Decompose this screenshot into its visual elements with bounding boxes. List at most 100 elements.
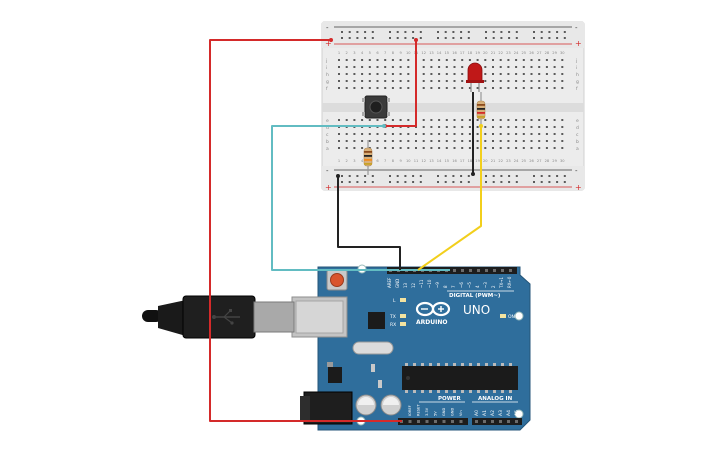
rail-hole[interactable] xyxy=(485,175,487,177)
rail-hole[interactable] xyxy=(356,181,359,183)
breadboard-hole[interactable] xyxy=(499,87,502,89)
breadboard-hole[interactable] xyxy=(530,119,533,121)
breadboard-hole[interactable] xyxy=(522,73,525,75)
breadboard-hole[interactable] xyxy=(422,126,425,128)
breadboard-hole[interactable] xyxy=(561,119,564,121)
breadboard-hole[interactable] xyxy=(553,59,556,61)
breadboard-hole[interactable] xyxy=(515,147,518,149)
rail-hole[interactable] xyxy=(540,181,543,183)
breadboard-hole[interactable] xyxy=(391,59,394,61)
breadboard-hole[interactable] xyxy=(376,59,379,61)
breadboard-hole[interactable] xyxy=(538,80,541,82)
rail-hole[interactable] xyxy=(492,37,495,39)
breadboard-hole[interactable] xyxy=(492,80,494,82)
breadboard-hole[interactable] xyxy=(461,73,464,75)
breadboard-hole[interactable] xyxy=(345,59,348,61)
breadboard-hole[interactable] xyxy=(438,73,441,75)
wire-teal-signal[interactable] xyxy=(271,125,450,271)
rail-hole[interactable] xyxy=(500,37,503,39)
rail-hole[interactable] xyxy=(452,37,455,39)
rail-hole[interactable] xyxy=(371,37,374,39)
breadboard-hole[interactable] xyxy=(345,66,348,68)
rail-hole[interactable] xyxy=(412,37,415,39)
breadboard-hole[interactable] xyxy=(461,66,464,68)
breadboard-hole[interactable] xyxy=(522,87,525,89)
breadboard-hole[interactable] xyxy=(391,87,394,89)
rail-hole[interactable] xyxy=(419,31,422,33)
breadboard-hole[interactable] xyxy=(545,126,548,128)
rail-hole[interactable] xyxy=(396,37,399,39)
breadboard-hole[interactable] xyxy=(415,133,417,135)
breadboard-hole[interactable] xyxy=(492,126,494,128)
breadboard-hole[interactable] xyxy=(391,80,394,82)
rail-hole[interactable] xyxy=(396,181,399,183)
breadboard-hole[interactable] xyxy=(438,80,441,82)
rail-hole[interactable] xyxy=(396,31,399,33)
header-pin[interactable] xyxy=(515,420,518,423)
breadboard-hole[interactable] xyxy=(553,87,556,89)
breadboard-hole[interactable] xyxy=(438,87,441,89)
breadboard-hole[interactable] xyxy=(522,80,525,82)
breadboard-hole[interactable] xyxy=(522,140,525,142)
breadboard-hole[interactable] xyxy=(468,119,471,121)
breadboard-hole[interactable] xyxy=(561,59,564,61)
rail-hole[interactable] xyxy=(460,175,463,177)
breadboard-hole[interactable] xyxy=(353,147,356,149)
breadboard-hole[interactable] xyxy=(453,87,456,89)
breadboard-hole[interactable] xyxy=(530,140,533,142)
breadboard-hole[interactable] xyxy=(492,87,494,89)
breadboard-hole[interactable] xyxy=(507,133,510,135)
breadboard-hole[interactable] xyxy=(453,133,456,135)
breadboard-hole[interactable] xyxy=(530,73,533,75)
rail-hole[interactable] xyxy=(492,175,495,177)
rail-hole[interactable] xyxy=(563,181,566,183)
breadboard-hole[interactable] xyxy=(515,66,518,68)
breadboard-hole[interactable] xyxy=(376,80,379,82)
breadboard-hole[interactable] xyxy=(507,126,510,128)
breadboard-hole[interactable] xyxy=(538,73,541,75)
breadboard-hole[interactable] xyxy=(353,73,356,75)
breadboard-hole[interactable] xyxy=(553,140,556,142)
breadboard-hole[interactable] xyxy=(368,66,371,68)
breadboard-hole[interactable] xyxy=(484,59,487,61)
breadboard-hole[interactable] xyxy=(407,140,410,142)
rail-hole[interactable] xyxy=(540,31,543,33)
rail-hole[interactable] xyxy=(389,175,391,177)
breadboard-hole[interactable] xyxy=(376,133,379,135)
rail-hole[interactable] xyxy=(348,175,351,177)
header-pin[interactable] xyxy=(483,420,486,423)
breadboard-hole[interactable] xyxy=(361,66,364,68)
breadboard-hole[interactable] xyxy=(438,147,441,149)
breadboard-hole[interactable] xyxy=(384,59,387,61)
breadboard-hole[interactable] xyxy=(361,147,364,149)
header-pin[interactable] xyxy=(501,269,504,272)
rail-hole[interactable] xyxy=(348,37,351,39)
breadboard-hole[interactable] xyxy=(391,66,394,68)
breadboard-hole[interactable] xyxy=(430,87,433,89)
breadboard-hole[interactable] xyxy=(492,59,494,61)
breadboard-hole[interactable] xyxy=(461,126,464,128)
breadboard-hole[interactable] xyxy=(361,59,364,61)
header-pin[interactable] xyxy=(453,269,456,272)
rail-hole[interactable] xyxy=(356,31,359,33)
rail-hole[interactable] xyxy=(533,175,535,177)
breadboard-hole[interactable] xyxy=(438,133,441,135)
breadboard-hole[interactable] xyxy=(384,119,387,121)
breadboard-hole[interactable] xyxy=(561,73,564,75)
rail-hole[interactable] xyxy=(348,181,351,183)
breadboard-hole[interactable] xyxy=(422,66,425,68)
breadboard-hole[interactable] xyxy=(476,133,479,135)
rail-hole[interactable] xyxy=(500,175,503,177)
breadboard-hole[interactable] xyxy=(422,73,425,75)
breadboard-hole[interactable] xyxy=(553,80,556,82)
breadboard-hole[interactable] xyxy=(553,73,556,75)
wire-yellow-led[interactable] xyxy=(417,126,482,271)
breadboard-hole[interactable] xyxy=(438,119,441,121)
rail-hole[interactable] xyxy=(556,31,559,33)
rail-hole[interactable] xyxy=(444,181,447,183)
rail-hole[interactable] xyxy=(533,37,535,39)
breadboard-hole[interactable] xyxy=(422,119,425,121)
breadboard-hole[interactable] xyxy=(553,147,556,149)
rail-hole[interactable] xyxy=(341,37,343,39)
breadboard-hole[interactable] xyxy=(399,73,402,75)
